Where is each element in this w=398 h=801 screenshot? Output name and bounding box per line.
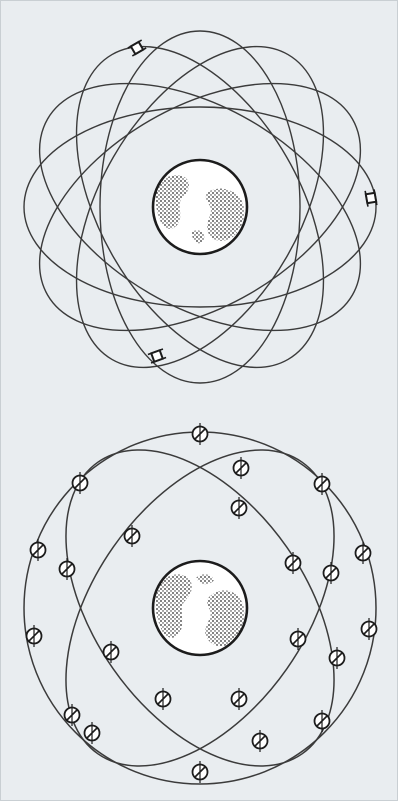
satellite-crosshair-icon [253, 730, 268, 752]
satellite-crosshair-icon [234, 457, 249, 479]
satellite-crosshair-icon [324, 562, 339, 584]
bottom-panel-three-orbits [11, 401, 389, 801]
satellite-crosshair-icon [286, 552, 301, 574]
satellite-crosshair-icon [104, 641, 119, 663]
earth-globe-icon [153, 160, 247, 254]
satellite-crosshair-icon [193, 423, 208, 445]
satellite-crosshair-icon [232, 688, 247, 710]
satellite-crosshair-icon [31, 539, 46, 561]
satellite-crosshair-icon [193, 761, 208, 783]
earth-globe-icon [153, 561, 247, 655]
satellite-crosshair-icon [60, 558, 75, 580]
satellite-box-icon [365, 189, 377, 206]
satellite-crosshair-icon [356, 542, 371, 564]
satellite-crosshair-icon [27, 625, 42, 647]
satellite-crosshair-icon [156, 688, 171, 710]
top-panel-six-orbits [0, 5, 398, 410]
satellite-crosshair-icon [291, 628, 306, 650]
satellite-crosshair-icon [85, 722, 100, 744]
satellite-crosshair-icon [232, 497, 247, 519]
